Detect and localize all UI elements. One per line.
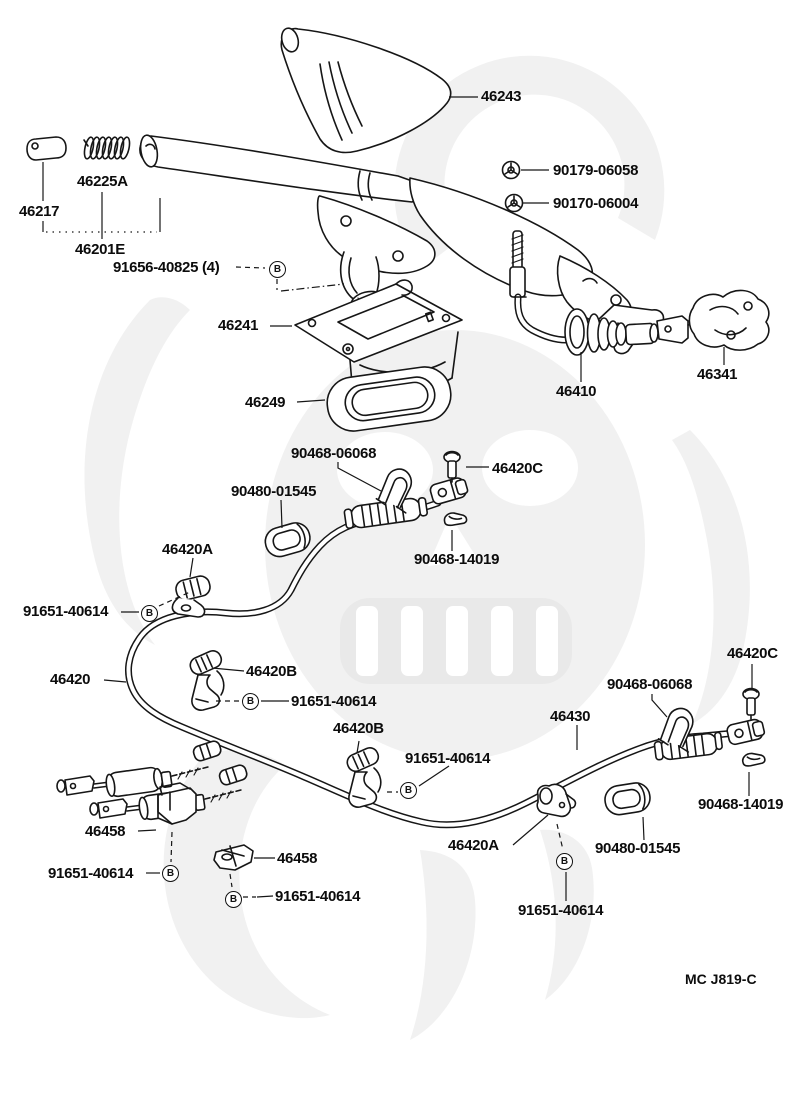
clamp-46420b-2 <box>343 744 382 808</box>
part-label-46430: 46430 <box>550 708 591 725</box>
front-cable-46410 <box>509 230 696 356</box>
part-label-91651-40614-5: 91651-40614 <box>275 888 361 905</box>
part-label-90468-06068-2: 90468-06068 <box>607 676 693 693</box>
clip-46458-2 <box>213 844 254 871</box>
part-label-90468-06068-1: 90468-06068 <box>291 445 377 462</box>
bolt-marker-b-3: B <box>242 693 259 710</box>
equalizer-bracket-46341 <box>688 289 770 351</box>
part-label-46420a-2: 46420A <box>448 837 499 854</box>
part-label-90468-14019-1: 90468-14019 <box>414 551 500 568</box>
part-label-91656-40825: 91656-40825 (4) <box>113 259 220 276</box>
nut-icon-90170 <box>504 193 524 213</box>
part-label-46249: 46249 <box>245 394 286 411</box>
part-label-91651-40614-4: 91651-40614 <box>48 865 134 882</box>
part-label-90170-06004: 90170-06004 <box>553 195 639 212</box>
grommet-90480-01545-2 <box>602 780 653 818</box>
part-label-46420b-1: 46420B <box>246 663 297 680</box>
bolt-marker-b-7: B <box>556 853 573 870</box>
clip-46458-1 <box>157 782 197 825</box>
part-label-90480-01545-1: 90480-01545 <box>231 483 317 500</box>
parking-brake-cable-run-46420-46430 <box>124 499 738 829</box>
part-label-46225a: 46225A <box>77 173 128 190</box>
bolt-marker-b-6: B <box>225 891 242 908</box>
clip-90468-14019-2 <box>741 750 767 768</box>
part-label-90179-06058: 90179-06058 <box>553 162 639 179</box>
part-label-91651-40614-1: 91651-40614 <box>23 603 109 620</box>
cable-connector-rear <box>725 717 767 747</box>
handbrake-boot-46243 <box>280 27 452 154</box>
part-label-91651-40614-6: 91651-40614 <box>518 902 604 919</box>
part-label-46201e: 46201E <box>75 241 125 258</box>
part-label-46241: 46241 <box>218 317 259 334</box>
bolt-marker-b-5: B <box>162 865 179 882</box>
part-label-46420c-2: 46420C <box>727 645 778 662</box>
bracket-plate-46241 <box>294 279 463 394</box>
rear-cable-ferrules <box>192 740 248 786</box>
part-label-46410: 46410 <box>556 383 597 400</box>
part-label-46458-2: 46458 <box>277 850 318 867</box>
part-label-46217: 46217 <box>19 203 60 220</box>
part-label-46420: 46420 <box>50 671 91 688</box>
leader-lines <box>42 96 753 901</box>
part-label-46420c-1: 46420C <box>492 460 543 477</box>
gasket-46249 <box>326 366 452 432</box>
knob-piece-46217 <box>26 136 67 161</box>
part-label-91651-40614-3: 91651-40614 <box>405 750 491 767</box>
clamp-46420a-2 <box>536 783 577 818</box>
part-label-46420a-1: 46420A <box>162 541 213 558</box>
tension-spring-46225a <box>83 136 131 160</box>
part-label-90468-14019-2: 90468-14019 <box>698 796 784 813</box>
part-label-90480-01545-2: 90480-01545 <box>595 840 681 857</box>
part-label-46341: 46341 <box>697 366 738 383</box>
part-label-46458-1: 46458 <box>85 823 126 840</box>
cable-ferrule-front <box>343 496 428 530</box>
diagram-code: MC J819-C <box>685 971 757 987</box>
bolt-marker-b-1: B <box>269 261 286 278</box>
bolt-46420c-2 <box>742 687 760 720</box>
bolt-marker-b-2: B <box>141 605 158 622</box>
watermark-oni-mask <box>84 55 750 1040</box>
part-label-46420b-2: 46420B <box>333 720 384 737</box>
part-label-91651-40614-2: 91651-40614 <box>291 693 377 710</box>
bolt-marker-b-4: B <box>400 782 417 799</box>
part-label-46243: 46243 <box>481 88 522 105</box>
nut-icon-90179 <box>501 160 521 180</box>
